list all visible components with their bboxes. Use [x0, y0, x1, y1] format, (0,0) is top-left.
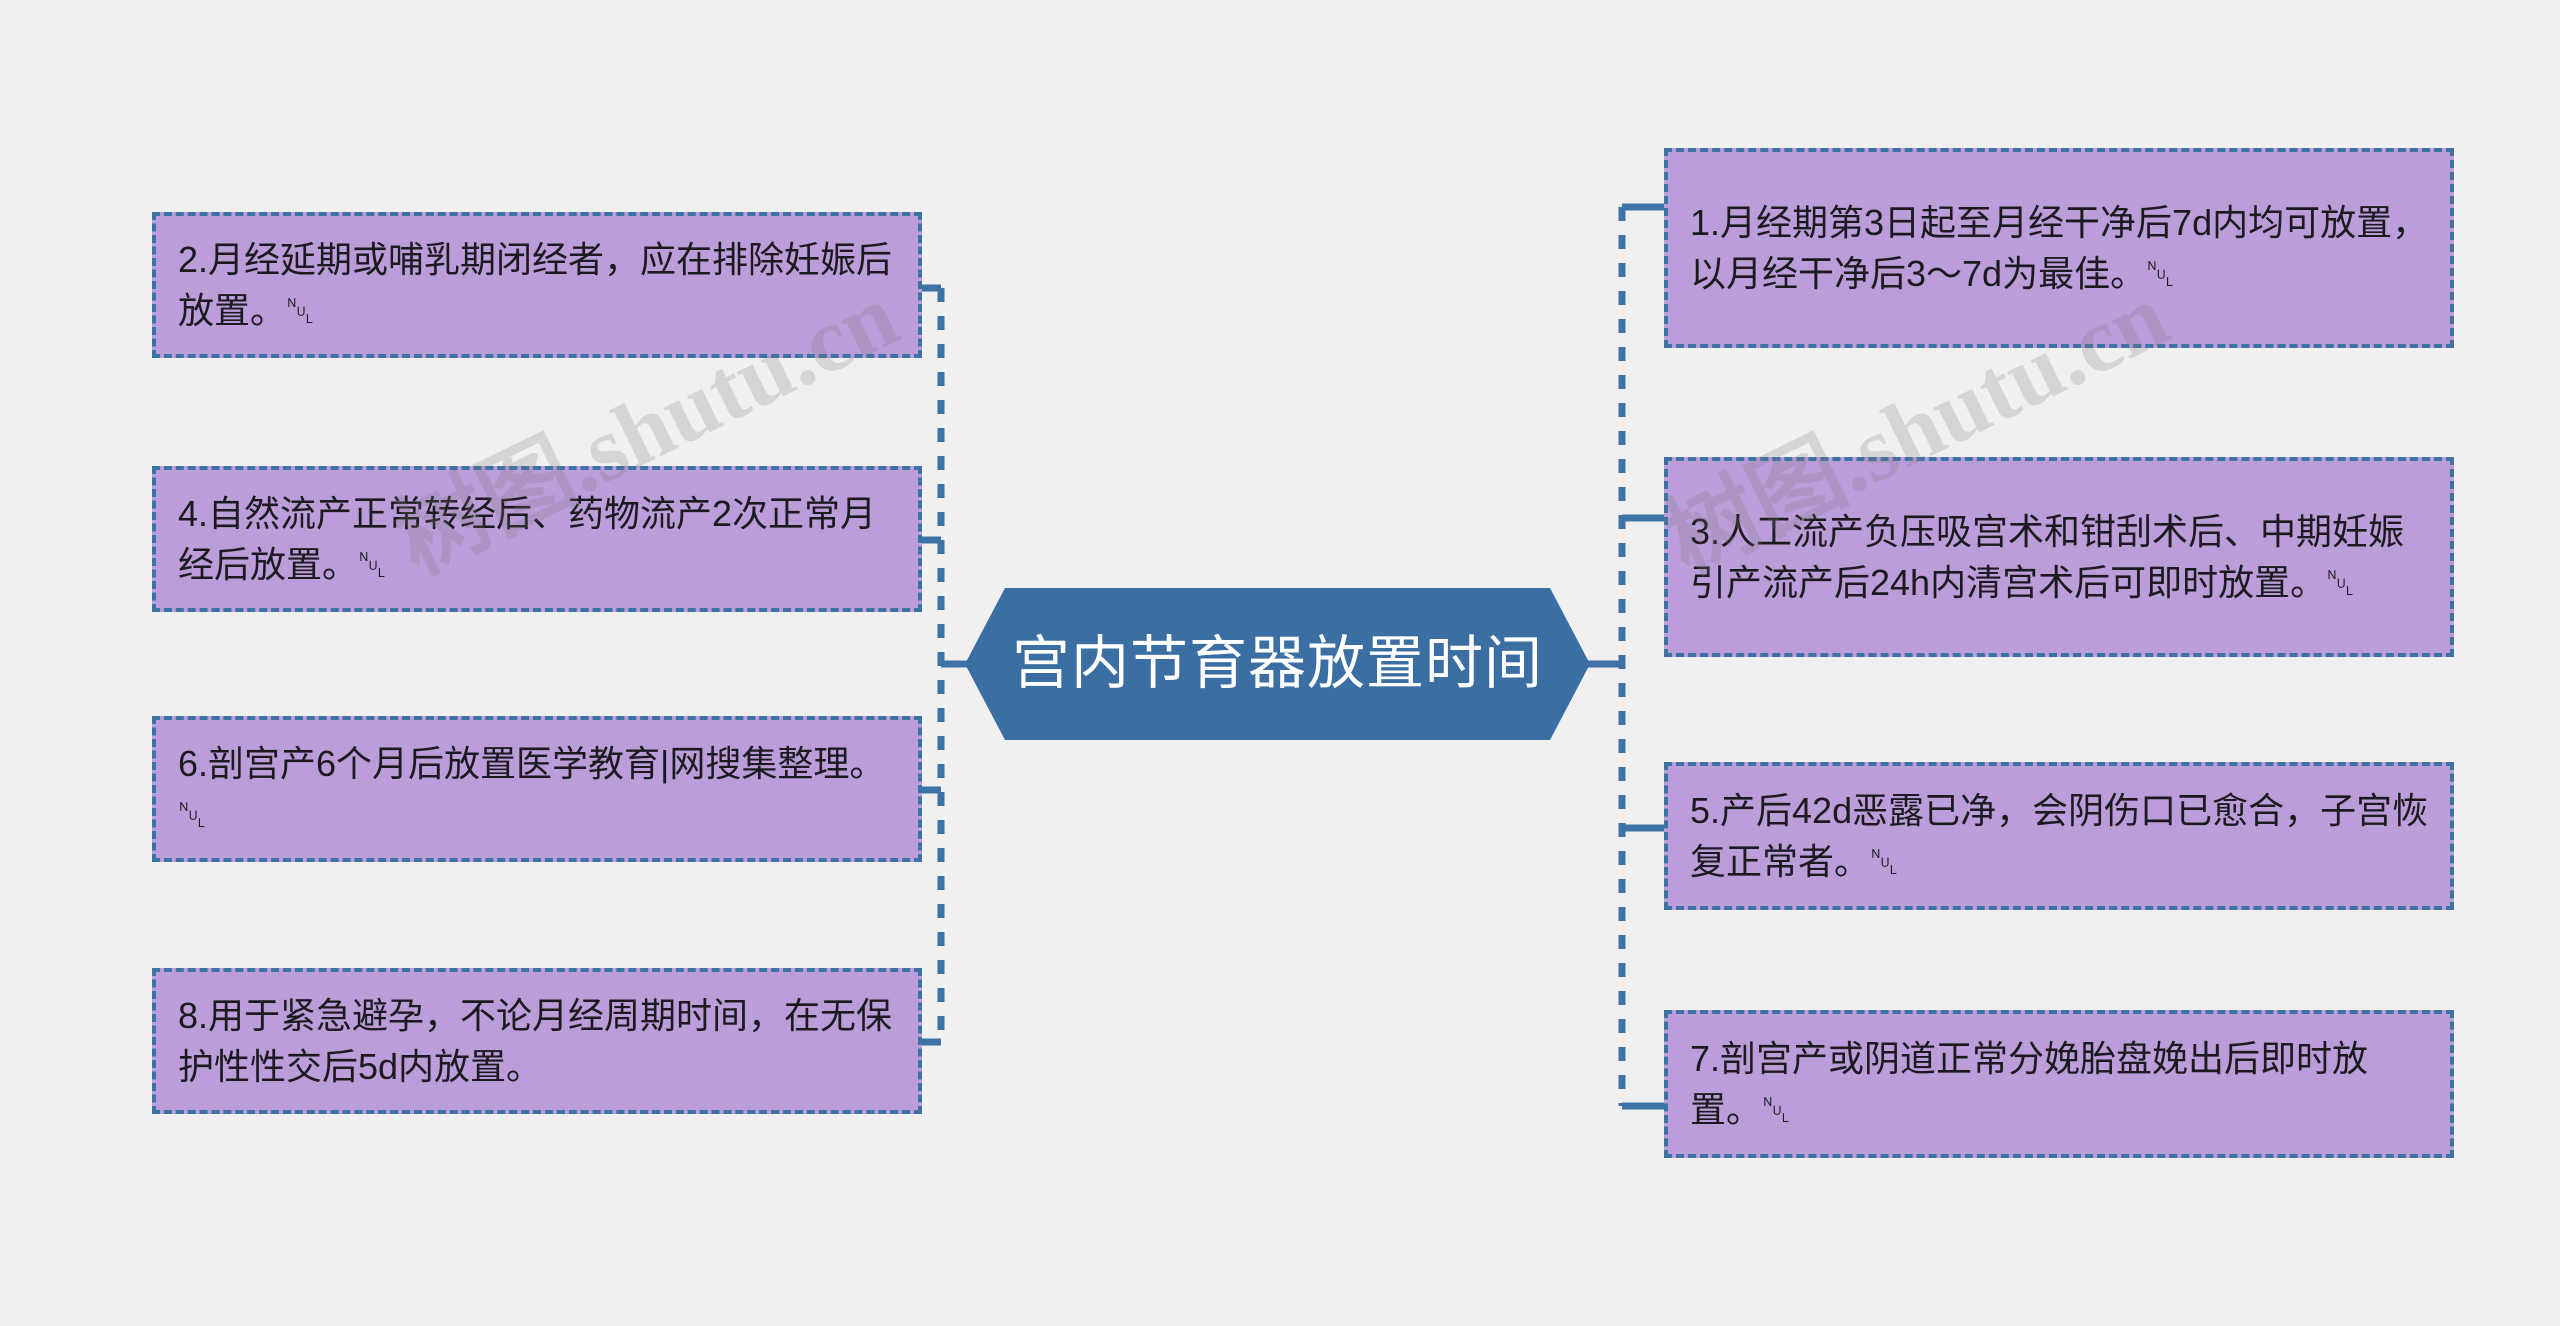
topic-node-1[interactable]: 1.月经期第3日起至月经干净后7d内均可放置，以月经干净后3～7d为最佳。␀	[1664, 148, 2454, 348]
topic-node-1-label: 1.月经期第3日起至月经干净后7d内均可放置，以月经干净后3～7d为最佳。␀	[1690, 201, 2429, 294]
topic-node-7[interactable]: 7.剖宫产或阴道正常分娩胎盘娩出后即时放置。␀	[1664, 1010, 2454, 1158]
topic-node-2[interactable]: 2.月经延期或哺乳期闭经者，应在排除妊娠后放置。␀	[152, 212, 922, 358]
topic-node-3[interactable]: 3.人工流产负压吸宫术和钳刮术后、中期妊娠引产流产后24h内清宫术后可即时放置。…	[1664, 457, 2454, 657]
topic-node-8-label: 8.用于紧急避孕，不论月经周期时间，在无保护性性交后5d内放置。	[178, 994, 893, 1087]
topic-node-6[interactable]: 6.剖宫产6个月后放置医学教育|网搜集整理。␀	[152, 716, 922, 862]
topic-node-3-label: 3.人工流产负压吸宫术和钳刮术后、中期妊娠引产流产后24h内清宫术后可即时放置。…	[1690, 510, 2405, 603]
topic-node-5-label: 5.产后42d恶露已净，会阴伤口已愈合，子宫恢复正常者。␀	[1690, 789, 2429, 882]
topic-node-4[interactable]: 4.自然流产正常转经后、药物流产2次正常月经后放置。␀	[152, 466, 922, 612]
topic-node-6-label: 6.剖宫产6个月后放置医学教育|网搜集整理。␀	[178, 742, 886, 835]
topic-node-4-label: 4.自然流产正常转经后、药物流产2次正常月经后放置。␀	[178, 492, 877, 585]
root-node[interactable]: 宫内节育器放置时间	[965, 588, 1590, 740]
topic-node-8[interactable]: 8.用于紧急避孕，不论月经周期时间，在无保护性性交后5d内放置。	[152, 968, 922, 1114]
topic-node-7-label: 7.剖宫产或阴道正常分娩胎盘娩出后即时放置。␀	[1690, 1037, 2369, 1130]
topic-node-2-label: 2.月经延期或哺乳期闭经者，应在排除妊娠后放置。␀	[178, 238, 893, 331]
root-node-label: 宫内节育器放置时间	[1011, 631, 1543, 696]
topic-node-5[interactable]: 5.产后42d恶露已净，会阴伤口已愈合，子宫恢复正常者。␀	[1664, 762, 2454, 910]
